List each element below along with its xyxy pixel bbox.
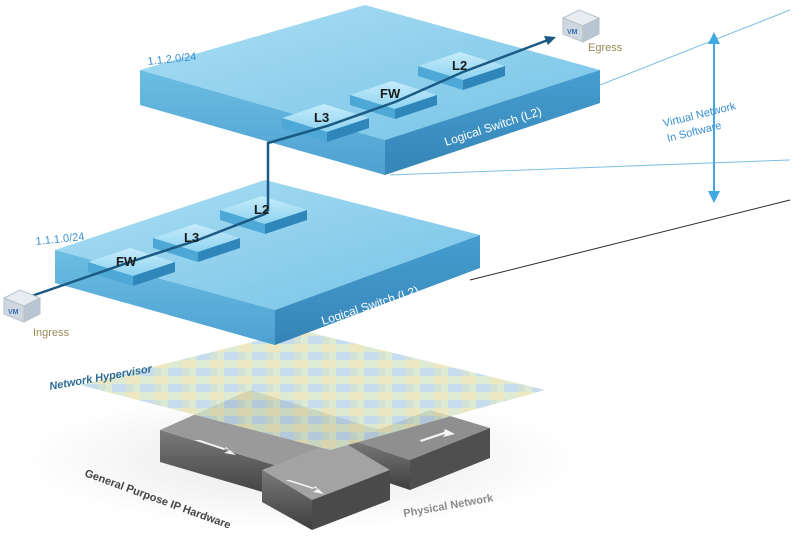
virtual-network-span-arrow <box>708 32 720 203</box>
lower-block-l3-label: L3 <box>184 230 199 245</box>
connector-line-mid <box>389 159 791 176</box>
server-front <box>262 440 390 500</box>
flow-arrowhead-icon <box>544 36 556 45</box>
connector-line-top <box>599 9 791 86</box>
connector-line-bottom <box>469 199 791 281</box>
upper-block-l3 <box>282 104 369 132</box>
egress-vm-icon: VM <box>561 9 601 43</box>
upper-blocks <box>282 52 505 142</box>
upper-block-fw <box>350 81 437 109</box>
upper-layer-side <box>385 70 600 175</box>
lower-subnet-label: 1.1.1.0/24 <box>35 231 85 248</box>
server-arrow-icon <box>194 440 236 455</box>
lower-block-l2-label: L2 <box>254 202 269 217</box>
lower-layer-top <box>55 180 480 310</box>
upper-block-fw-label: FW <box>380 86 401 101</box>
upper-layer-top <box>140 5 600 140</box>
server-right <box>350 410 490 460</box>
egress-vm-label: VM <box>567 29 578 36</box>
egress-label: Egress <box>588 42 623 54</box>
network-hypervisor-plane <box>80 330 545 450</box>
lower-layer-side <box>275 235 480 345</box>
lower-block-l3 <box>153 224 240 252</box>
upper-block-l2-label: L2 <box>452 58 467 73</box>
upper-block-l3-label: L3 <box>314 110 329 125</box>
upper-layer-front <box>140 70 385 175</box>
ingress-label: Ingress <box>33 327 70 339</box>
upper-subnet-label: 1.1.2.0/24 <box>147 51 197 68</box>
server-arrow-icon <box>285 480 324 494</box>
ingress-vm-icon: VM <box>2 289 42 323</box>
server-arrow-icon <box>420 429 455 442</box>
traffic-flow-arrow <box>19 38 549 302</box>
upper-block-l2 <box>418 52 505 80</box>
upper-logical-switch <box>140 5 600 175</box>
lower-block-l2 <box>220 196 307 224</box>
lower-block-fw-label: FW <box>116 254 137 269</box>
ingress-vm-label: VM <box>8 309 19 316</box>
